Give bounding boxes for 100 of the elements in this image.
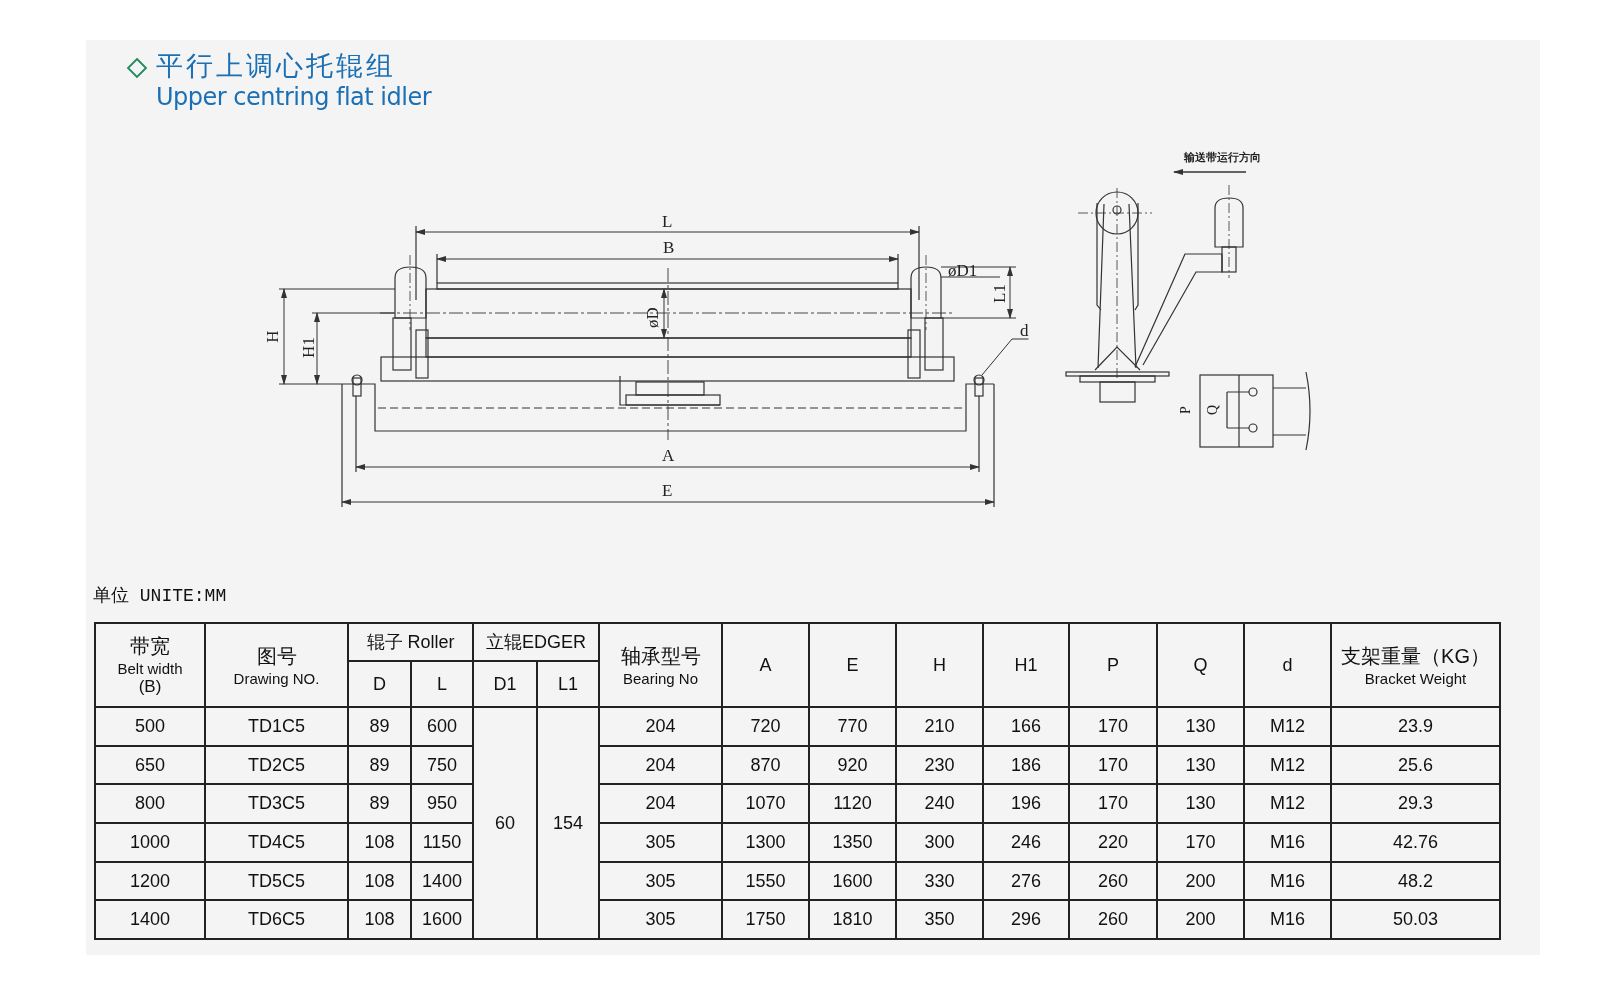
table-cell: 204 (599, 745, 723, 785)
table-cell: 1400 (95, 900, 205, 940)
table-cell: TD6C5 (205, 900, 348, 940)
header-text: 带宽 (129, 634, 171, 659)
dimension-label: Q (1206, 404, 1221, 416)
table-cell: 1810 (809, 900, 897, 940)
table-cell: 48.2 (1331, 861, 1501, 901)
table-cell: TD4C5 (205, 823, 348, 862)
header-cell: D (348, 661, 411, 707)
table-cell: TD1C5 (205, 707, 348, 746)
table-cell: 770 (809, 707, 897, 746)
table-cell: 166 (983, 707, 1070, 746)
table-cell: 108 (348, 823, 411, 862)
table-cell: 154 (537, 707, 600, 940)
table-cell: TD5C5 (205, 861, 348, 901)
table-cell: 200 (1157, 900, 1245, 940)
header-cell: D1 (473, 661, 537, 707)
table-cell: 130 (1157, 745, 1245, 785)
table-cell: 276 (983, 861, 1070, 901)
table-cell: 204 (599, 707, 723, 746)
header-cell: H1 (983, 623, 1070, 707)
header-cell: A (722, 623, 810, 707)
table-cell: 130 (1157, 784, 1245, 824)
table-cell: M12 (1244, 745, 1332, 785)
unit-note: 单位 UNITE:MM (93, 587, 227, 605)
table-cell: 305 (599, 900, 723, 940)
dimension-label: E (662, 482, 673, 499)
header-text: Bearing No (622, 670, 700, 687)
table-cell: 230 (896, 745, 984, 785)
table-cell: 1300 (722, 823, 810, 862)
table-cell: 89 (348, 784, 411, 824)
table-cell: 300 (896, 823, 984, 862)
table-cell: 89 (348, 707, 411, 746)
table-cell: 204 (599, 784, 723, 824)
table-cell: M16 (1244, 823, 1332, 862)
table-cell: 330 (896, 861, 984, 901)
table-cell: 305 (599, 861, 723, 901)
header-text: (B) (137, 677, 163, 697)
dimension-label: H (263, 330, 281, 343)
table-cell: 260 (1069, 900, 1158, 940)
table-cell: 1550 (722, 861, 810, 901)
table-cell: 350 (896, 900, 984, 940)
table-cell: 186 (983, 745, 1070, 785)
table-cell: 42.76 (1331, 823, 1501, 862)
table-cell: 1600 (809, 861, 897, 901)
header-cell: Q (1157, 623, 1245, 707)
table-cell: 1350 (809, 823, 897, 862)
table-cell: 870 (722, 745, 810, 785)
subtitle: Upper centring flat idler (156, 85, 432, 109)
table-cell: 170 (1157, 823, 1245, 862)
table-cell: 25.6 (1331, 745, 1501, 785)
table-cell: TD3C5 (205, 784, 348, 824)
dimension-label: L (662, 213, 673, 230)
table-cell: 650 (95, 745, 205, 785)
table-cell: 130 (1157, 707, 1245, 746)
header-text: Drawing NO. (232, 670, 321, 687)
dimension-label: A (662, 447, 675, 464)
table-cell: TD2C5 (205, 745, 348, 785)
dimension-label: H1 (299, 337, 317, 358)
dimension-label: B (663, 239, 675, 256)
dimension-label: d (1020, 322, 1029, 339)
header-cell: d (1244, 623, 1332, 707)
header-text: Belt width (116, 660, 184, 677)
table-cell: 240 (896, 784, 984, 824)
table-cell: M12 (1244, 707, 1332, 746)
table-cell: 1120 (809, 784, 897, 824)
header-cell: 立辊EDGER (473, 623, 600, 661)
table-cell: 800 (95, 784, 205, 824)
leader-line (981, 338, 1029, 376)
header-text: 支架重量（KG） (1340, 644, 1491, 669)
table-cell: 1200 (95, 861, 205, 901)
table-cell: 246 (983, 823, 1070, 862)
table-cell: 170 (1069, 707, 1158, 746)
table-cell: 720 (722, 707, 810, 746)
table-cell: 89 (348, 745, 411, 785)
table-cell: 196 (983, 784, 1070, 824)
header-cell: P (1069, 623, 1158, 707)
header-cell: H (896, 623, 984, 707)
table-cell: 60 (473, 707, 537, 940)
table-cell: 50.03 (1331, 900, 1501, 940)
header-text: Bracket Weight (1363, 670, 1468, 687)
table-cell: 170 (1069, 745, 1158, 785)
table-cell: M12 (1244, 784, 1332, 824)
dimension-label: L1 (990, 284, 1008, 303)
table-cell: 210 (896, 707, 984, 746)
table-cell: 170 (1069, 784, 1158, 824)
bolt-symbol (973, 374, 985, 397)
table-cell: 108 (348, 900, 411, 940)
header-text: 轴承型号 (619, 644, 702, 669)
table-cell: M16 (1244, 861, 1332, 901)
direction-text: 输送带运行方向 (1184, 152, 1261, 163)
header-text: 图号 (255, 644, 298, 669)
table-cell: 600 (411, 707, 473, 746)
table-cell: 29.3 (1331, 784, 1501, 824)
table-cell: 220 (1069, 823, 1158, 862)
dimension-label: øD1 (948, 262, 978, 279)
table-cell: 920 (809, 745, 897, 785)
table-cell: 108 (348, 861, 411, 901)
table-cell: M16 (1244, 900, 1332, 940)
header-cell: 辊子 Roller (348, 623, 473, 661)
